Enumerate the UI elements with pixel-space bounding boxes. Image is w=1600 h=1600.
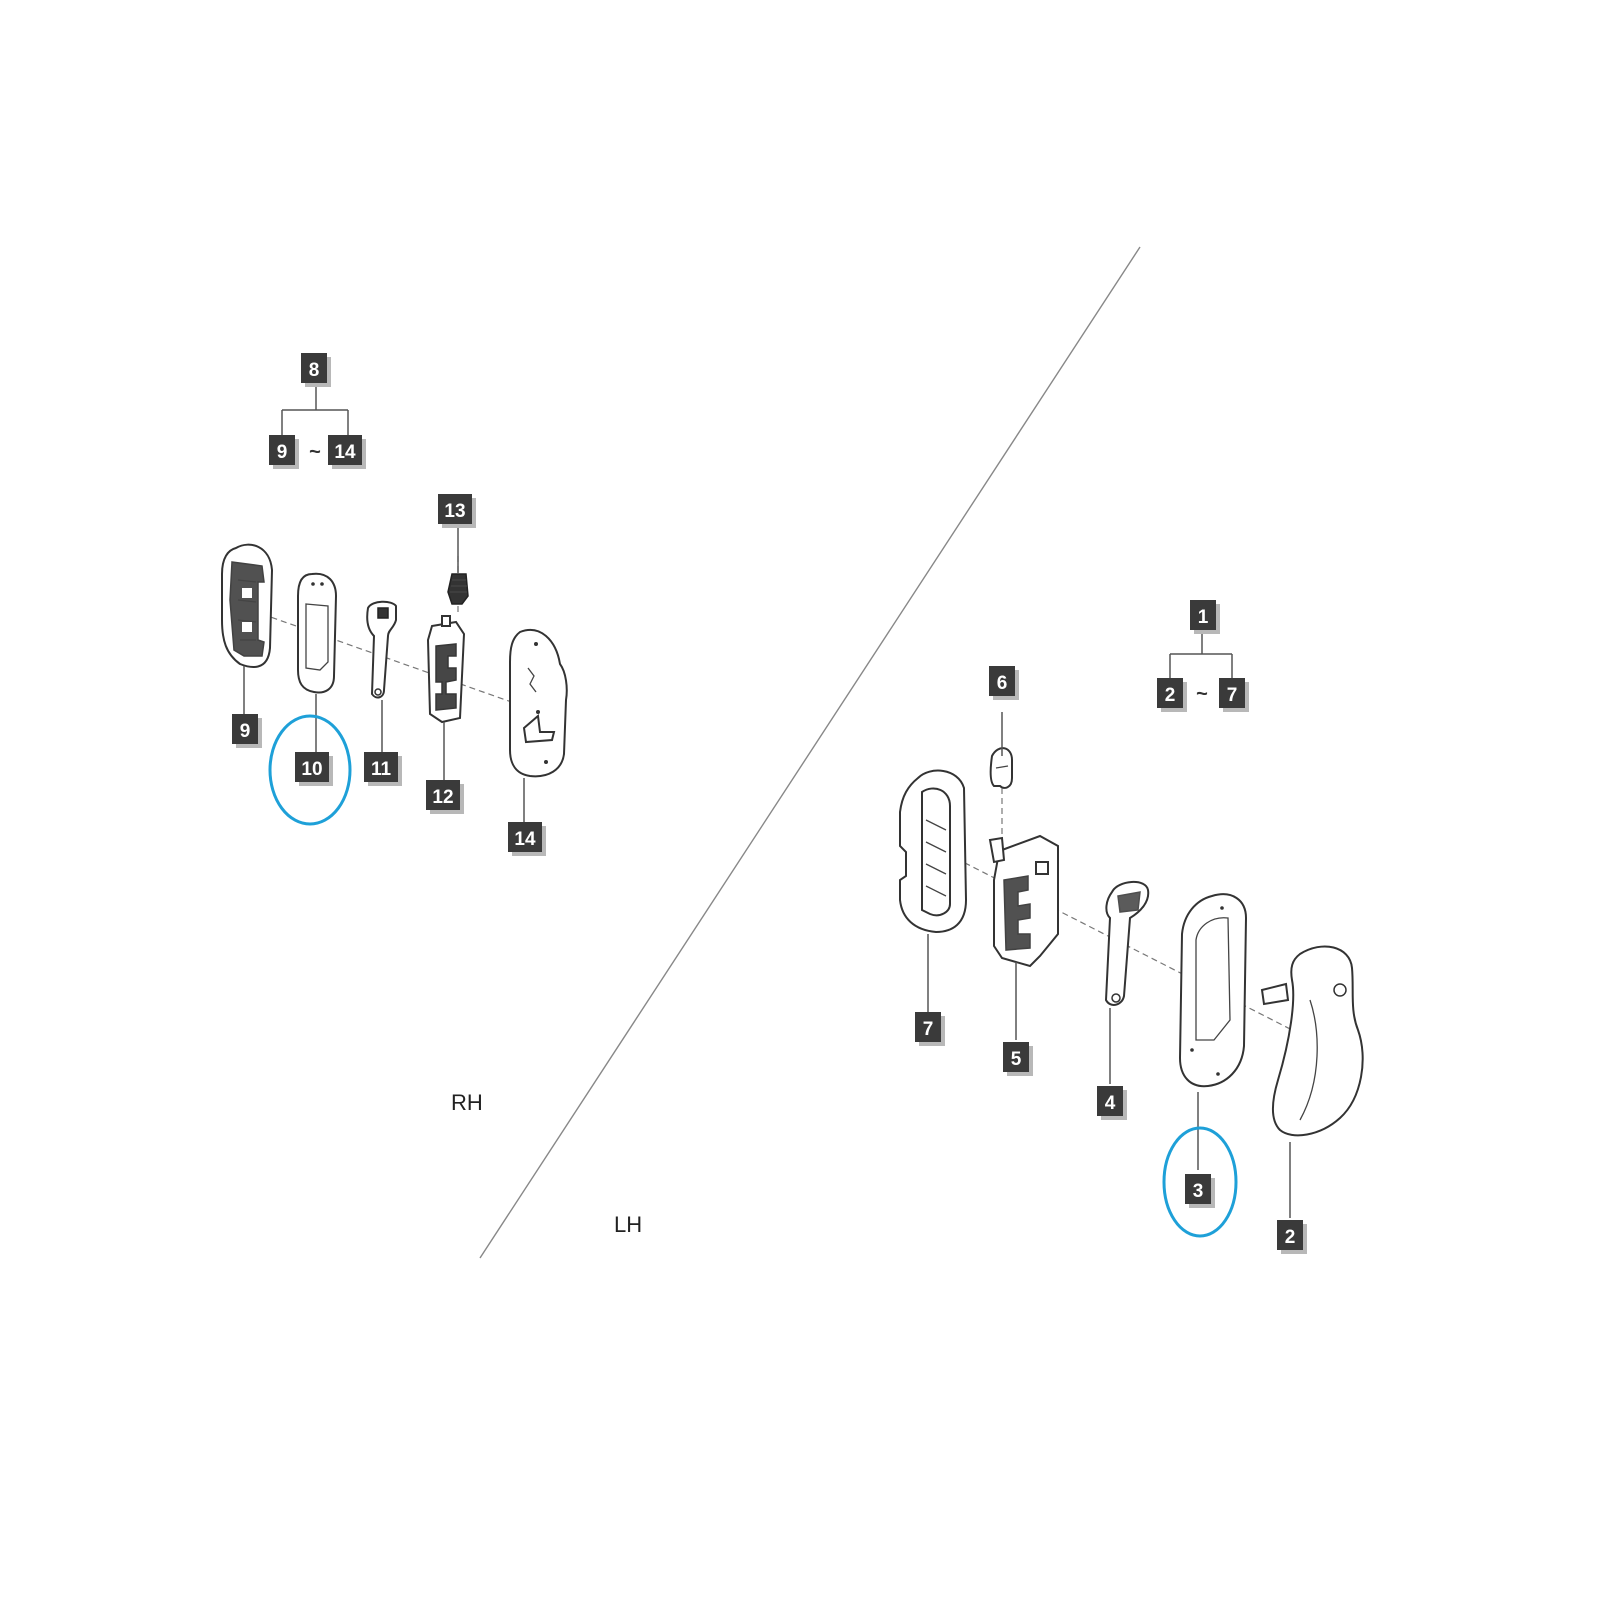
svg-text:3: 3: [1193, 1181, 1204, 1202]
svg-text:1: 1: [1198, 607, 1209, 628]
svg-text:6: 6: [997, 673, 1008, 694]
callout-6[interactable]: 6: [989, 666, 1019, 700]
callout-5[interactable]: 5: [1003, 1042, 1033, 1076]
callout-14[interactable]: 14: [508, 822, 546, 856]
svg-text:9: 9: [240, 721, 251, 742]
part-6-clip[interactable]: [989, 747, 1013, 789]
part-5-latch[interactable]: [988, 834, 1059, 968]
part-10-gasket[interactable]: [297, 572, 338, 694]
callout-8[interactable]: 8: [301, 353, 331, 387]
svg-text:7: 7: [923, 1019, 934, 1040]
lh-assembly: [899, 712, 1364, 1218]
rh-range-tilde: ~: [309, 441, 321, 463]
highlight-circle-part-10: [268, 714, 352, 826]
part-2-handle[interactable]: [1260, 945, 1364, 1137]
svg-text:11: 11: [371, 759, 392, 780]
callout-7-range-end[interactable]: 7: [1219, 678, 1249, 712]
part-14-back-plate[interactable]: [509, 629, 568, 778]
callout-12[interactable]: 12: [426, 780, 464, 814]
part-9-housing[interactable]: [221, 543, 274, 669]
svg-text:5: 5: [1011, 1049, 1022, 1070]
callout-9[interactable]: 9: [232, 714, 262, 748]
rh-lh-divider-line: [479, 246, 1141, 1259]
svg-text:12: 12: [432, 787, 453, 808]
svg-text:2: 2: [1165, 685, 1176, 706]
svg-text:7: 7: [1227, 685, 1238, 706]
rh-assembly: [221, 522, 568, 822]
part-13-screw[interactable]: [447, 573, 469, 605]
callout-7[interactable]: 7: [915, 1012, 945, 1046]
svg-text:2: 2: [1285, 1227, 1296, 1248]
callout-1[interactable]: 1: [1190, 600, 1220, 634]
rh-side-label: RH: [451, 1090, 483, 1115]
part-7-bezel[interactable]: [899, 769, 968, 934]
part-3-gasket[interactable]: [1178, 893, 1248, 1088]
svg-text:10: 10: [301, 759, 322, 780]
part-12-latch[interactable]: [426, 615, 466, 724]
svg-text:8: 8: [309, 360, 320, 381]
callout-3[interactable]: 3: [1185, 1174, 1215, 1208]
callout-14-range-end[interactable]: 14: [328, 435, 366, 469]
callout-2-range-start[interactable]: 2: [1157, 678, 1187, 712]
svg-text:14: 14: [514, 829, 536, 850]
lh-side-label: LH: [614, 1212, 642, 1237]
svg-text:4: 4: [1105, 1093, 1116, 1114]
svg-text:14: 14: [334, 442, 356, 463]
highlight-circle-part-3: [1162, 1126, 1238, 1238]
part-11-lever[interactable]: [366, 600, 397, 699]
part-4-lever[interactable]: [1104, 881, 1150, 1006]
svg-text:13: 13: [444, 501, 465, 522]
lh-group-bracket: ~: [1169, 632, 1233, 705]
callout-2[interactable]: 2: [1277, 1220, 1307, 1254]
svg-text:9: 9: [277, 442, 288, 463]
callout-10[interactable]: 10: [295, 752, 333, 786]
lh-range-tilde: ~: [1196, 683, 1208, 705]
callout-11[interactable]: 11: [364, 752, 402, 786]
callout-4[interactable]: 4: [1097, 1086, 1127, 1120]
callout-9-range-start[interactable]: 9: [269, 435, 299, 469]
callout-13[interactable]: 13: [438, 494, 476, 528]
